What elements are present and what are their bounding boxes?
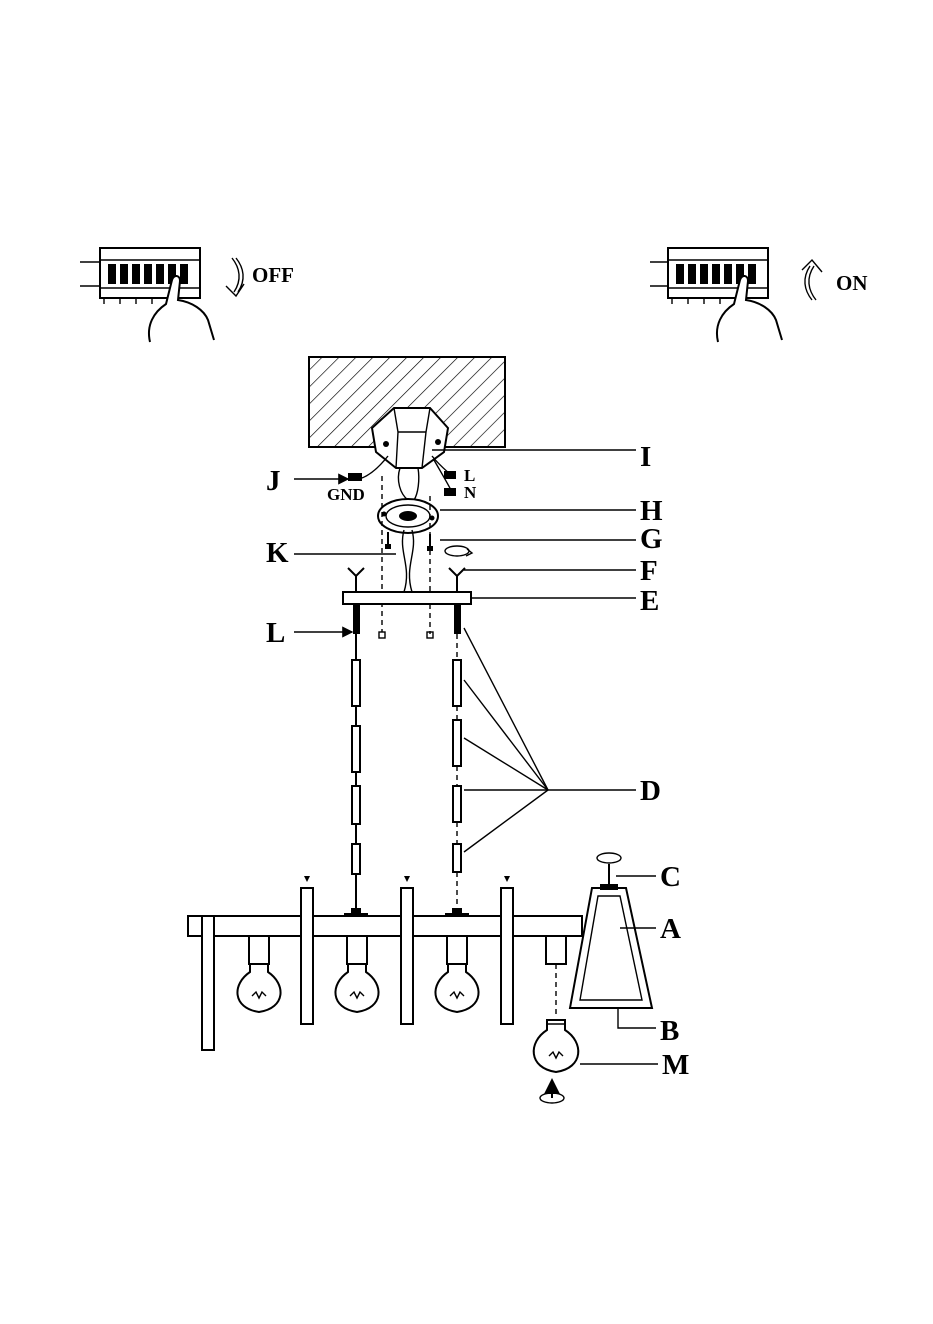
- part-label-e: E: [640, 585, 659, 617]
- junction-box: [372, 408, 448, 468]
- part-label-b: B: [660, 1015, 679, 1047]
- lamp-socket: [347, 936, 367, 964]
- suspension-rod-right: [452, 604, 462, 916]
- frame-end-post: [202, 916, 214, 1050]
- part-label-i: I: [640, 441, 651, 473]
- lamp-socket: [447, 936, 467, 964]
- rotation-icon: [597, 853, 621, 863]
- live-wire-connector: [444, 471, 456, 479]
- lamp-socket: [546, 936, 566, 964]
- part-label-c: C: [660, 861, 681, 893]
- breaker-off-label: OFF: [252, 263, 294, 287]
- turn-on-arrow-icon: [802, 260, 822, 300]
- turn-off-arrow-icon: [226, 258, 244, 296]
- part-label-g: G: [640, 523, 663, 555]
- bulb: [534, 1020, 579, 1072]
- part-label-k: K: [266, 537, 289, 569]
- vertical-post: [401, 876, 413, 1024]
- lamp-shade: [570, 884, 652, 1008]
- rotation-icon: [445, 546, 469, 556]
- canopy-bar: [343, 592, 471, 604]
- part-label-a: A: [660, 913, 681, 945]
- wing-nut-right: [449, 568, 465, 592]
- vertical-post: [301, 876, 313, 1024]
- ground-wire-connector: [348, 473, 362, 481]
- bulb: [435, 964, 478, 1012]
- part-label-d: D: [640, 775, 661, 807]
- breaker-on-label: ON: [836, 271, 868, 295]
- wing-nut-left: [348, 568, 364, 592]
- suspension-rod-left: [351, 604, 361, 916]
- lamp-socket: [249, 936, 269, 964]
- bulb: [237, 964, 280, 1012]
- part-label-j: J: [266, 465, 281, 497]
- neutral-wire-label: N: [464, 483, 477, 502]
- part-label-m: M: [662, 1049, 689, 1081]
- main-frame-bar: [188, 916, 582, 936]
- breaker-off-illustration: OFF: [80, 248, 294, 342]
- part-label-l: L: [266, 617, 285, 649]
- neutral-wire-connector: [444, 488, 456, 496]
- breaker-on-illustration: ON: [650, 248, 868, 342]
- mounting-plate: [378, 499, 438, 533]
- ground-wire-label: GND: [327, 485, 365, 504]
- bulb: [335, 964, 378, 1012]
- part-label-f: F: [640, 555, 658, 587]
- vertical-post: [501, 876, 513, 1024]
